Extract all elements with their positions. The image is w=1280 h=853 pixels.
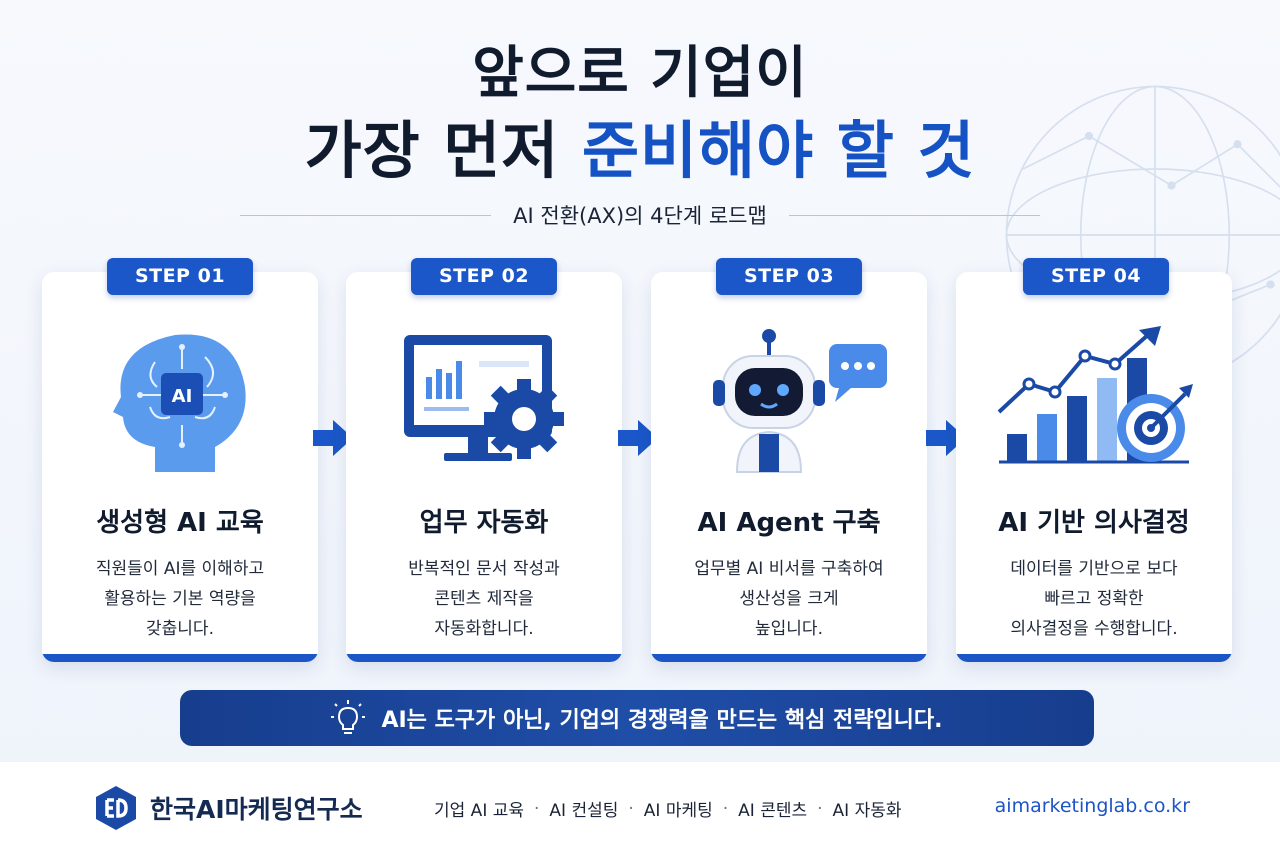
step-2-description: 반복적인 문서 작성과 콘텐츠 제작을 자동화합니다. <box>408 559 560 639</box>
monitor-gear-icon <box>404 335 564 461</box>
service-item: AI 마케팅 <box>643 801 713 821</box>
svg-text:AI: AI <box>172 386 193 407</box>
step-3-badge: STEP 03 <box>716 258 862 295</box>
step-1-description: 직원들이 AI를 이해하고 활용하는 기본 역량을 갖춥니다. <box>95 559 265 639</box>
step-2-title: 업무 자동화 <box>419 508 549 538</box>
page-title-line1: 앞으로 기업이 <box>472 41 808 106</box>
service-item: 기업 AI 교육 <box>434 801 525 821</box>
page-title-line2: 가장 먼저 준비해야 할 것 <box>0 100 1280 190</box>
step-3-icon-area <box>651 312 927 492</box>
organization-name: 한국AI마케팅연구소 <box>150 795 363 824</box>
step-4-icon-area <box>956 312 1232 492</box>
key-message-banner: AI는 도구가 아닌, 기업의 경쟁력을 만드는 핵심 전략입니다. <box>180 690 1094 746</box>
growth-chart-target-icon <box>997 326 1193 464</box>
subtitle-row: AI 전환(AX)의 4단계 로드맵 <box>240 198 1040 232</box>
subtitle: AI 전환(AX)의 4단계 로드맵 <box>513 204 767 228</box>
service-item: AI 자동화 <box>832 801 902 821</box>
arrow-right-icon <box>618 420 658 456</box>
step-3-description: 업무별 AI 비서를 구축하여 생산성을 크게 높입니다. <box>694 559 884 639</box>
service-item: AI 콘텐츠 <box>738 801 808 821</box>
step-1-bottom-bar <box>42 654 318 662</box>
step-4-description: 데이터를 기반으로 보다 빠르고 정확한 의사결정을 수행합니다. <box>1010 559 1178 639</box>
organization-logo-icon <box>96 786 136 830</box>
arrow-right-icon <box>313 420 353 456</box>
page-title-plain: 가장 먼저 <box>304 114 560 187</box>
step-2-icon-area <box>346 312 622 492</box>
step-3-title: AI Agent 구축 <box>697 508 881 538</box>
subtitle-divider-right <box>788 214 1040 216</box>
step-1-icon-area: AI <box>42 312 318 492</box>
service-separator: · <box>534 798 540 819</box>
step-2-card: 업무 자동화 반복적인 문서 작성과 콘텐츠 제작을 자동화합니다. <box>346 272 622 662</box>
ai-brain-head-icon: AI <box>113 334 246 472</box>
page-title-accent: 준비해야 할 것 <box>581 114 976 187</box>
step-4-card: AI 기반 의사결정 데이터를 기반으로 보다 빠르고 정확한 의사결정을 수행… <box>956 272 1232 662</box>
step-2-bottom-bar <box>346 654 622 662</box>
step-1-card: AI 생성형 AI 교육 직원들이 AI를 이해하고 활용하는 기본 역량을 갖… <box>42 272 318 662</box>
service-separator: · <box>628 798 634 819</box>
service-separator: · <box>817 798 823 819</box>
step-1-badge: STEP 01 <box>107 258 253 295</box>
step-2-badge: STEP 02 <box>411 258 557 295</box>
service-item: AI 컨설팅 <box>549 801 619 821</box>
step-4-bottom-bar <box>956 654 1232 662</box>
step-1-title: 생성형 AI 교육 <box>96 508 264 538</box>
step-3-bottom-bar <box>651 654 927 662</box>
step-4-title: AI 기반 의사결정 <box>998 508 1190 538</box>
robot-chat-icon <box>713 329 887 473</box>
service-separator: · <box>722 798 729 819</box>
footer: 한국AI마케팅연구소 기업 AI 교육 · AI 컨설팅 · AI 마케팅 · … <box>0 762 1280 853</box>
subtitle-divider-left <box>240 214 492 216</box>
service-list: 기업 AI 교육 · AI 컨설팅 · AI 마케팅 · AI 콘텐츠 · AI… <box>434 796 902 822</box>
website-link[interactable]: aimarketinglab.co.kr <box>994 795 1190 817</box>
key-message-text: AI는 도구가 아닌, 기업의 경쟁력을 만드는 핵심 전략입니다. <box>381 708 943 733</box>
step-4-badge: STEP 04 <box>1023 258 1169 295</box>
step-3-card: AI Agent 구축 업무별 AI 비서를 구축하여 생산성을 크게 높입니다… <box>651 272 927 662</box>
lightbulb-icon <box>331 700 366 734</box>
